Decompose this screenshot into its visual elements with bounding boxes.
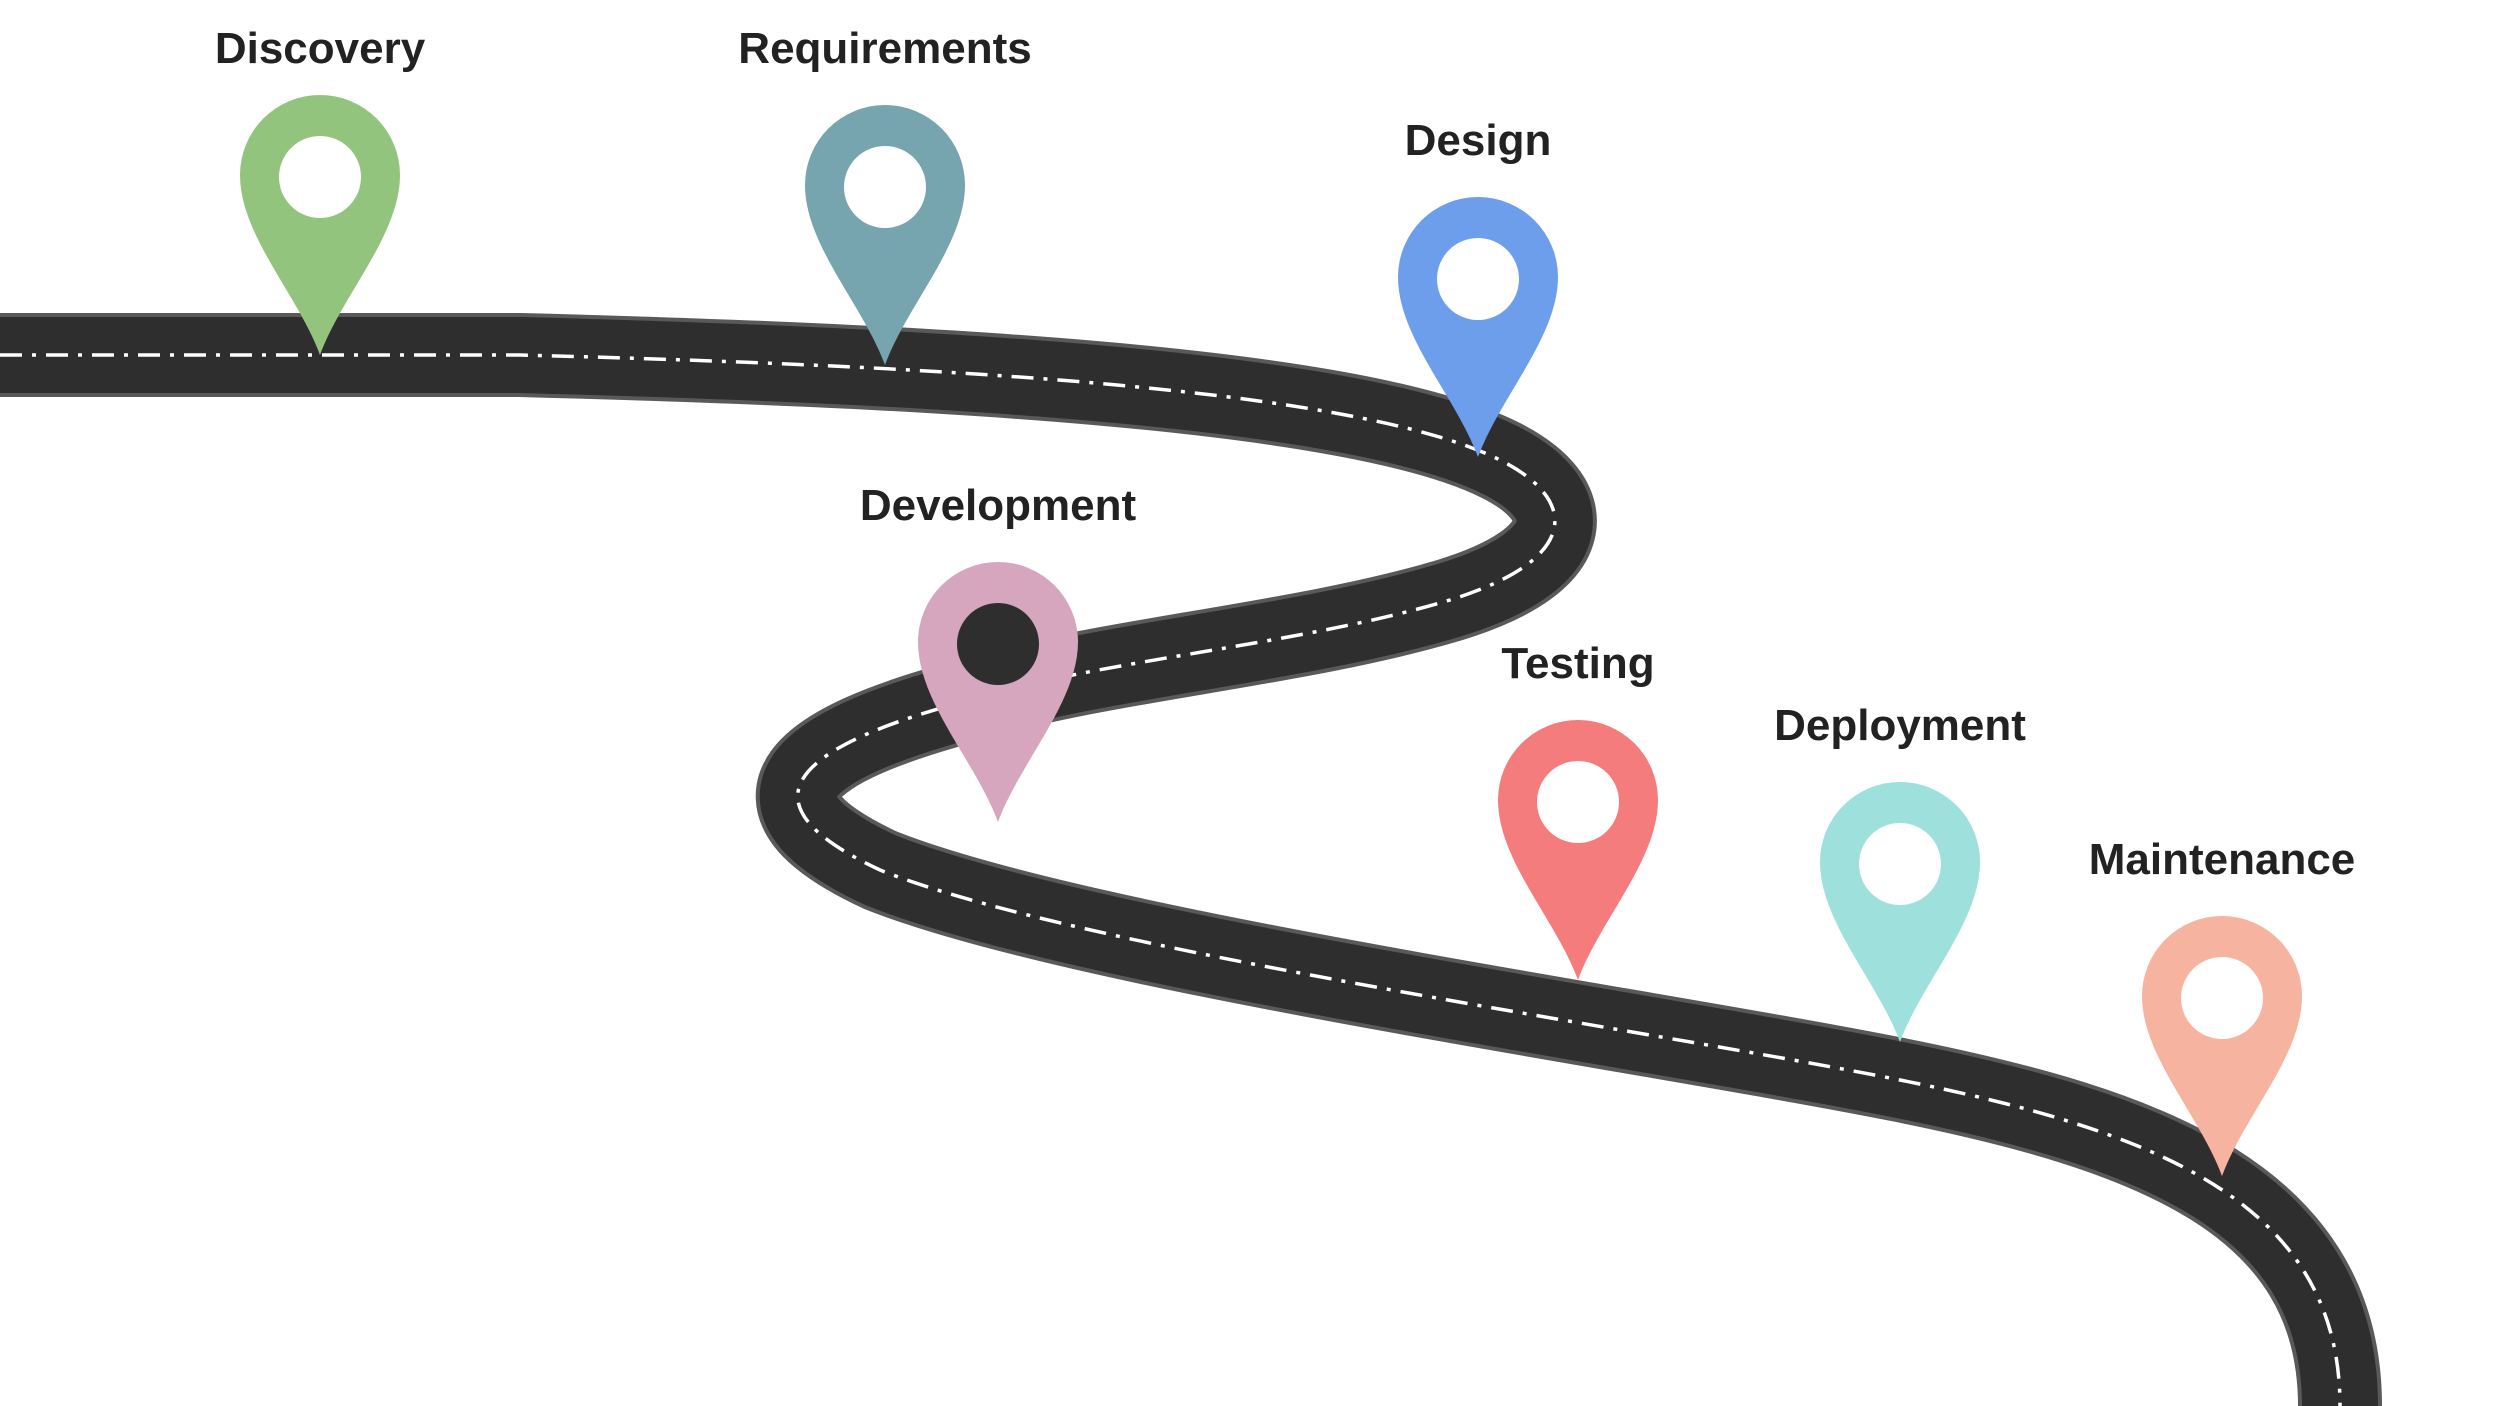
map-pin-icon	[240, 95, 400, 355]
milestone-label: Deployment	[1774, 701, 2026, 750]
milestone-label: Maintenance	[2089, 835, 2356, 884]
lane-marking	[0, 353, 2342, 1406]
road	[0, 313, 2382, 1406]
map-pin-icon	[805, 105, 965, 365]
map-pin-icon	[918, 562, 1078, 822]
milestone-label: Requirements	[738, 24, 1031, 73]
pin-hole	[957, 603, 1039, 685]
milestone-label: Discovery	[215, 24, 426, 73]
pin-hole	[1437, 238, 1519, 320]
milestone-label: Testing	[1501, 639, 1654, 688]
pin-hole	[279, 136, 361, 218]
milestone-testing: Testing	[1498, 639, 1658, 980]
milestone-label: Development	[860, 481, 1137, 530]
map-pin-icon	[1820, 782, 1980, 1042]
pin-hole	[844, 146, 926, 228]
map-pin-icon	[1398, 197, 1558, 457]
milestone-requirements: Requirements	[738, 24, 1032, 365]
road-surface	[0, 317, 2378, 1406]
milestone-maintenance: Maintenance	[2089, 835, 2356, 1176]
road-edge	[0, 313, 2382, 1406]
milestone-deployment: Deployment	[1774, 701, 2026, 1042]
milestone-discovery: Discovery	[215, 24, 426, 355]
milestone-label: Design	[1405, 116, 1552, 165]
milestone-design: Design	[1398, 116, 1558, 457]
milestone-development: Development	[860, 481, 1137, 822]
pin-hole	[2181, 957, 2263, 1039]
map-pin-icon	[1498, 720, 1658, 980]
pin-hole	[1537, 761, 1619, 843]
map-pin-icon	[2142, 916, 2302, 1176]
pin-hole	[1859, 823, 1941, 905]
